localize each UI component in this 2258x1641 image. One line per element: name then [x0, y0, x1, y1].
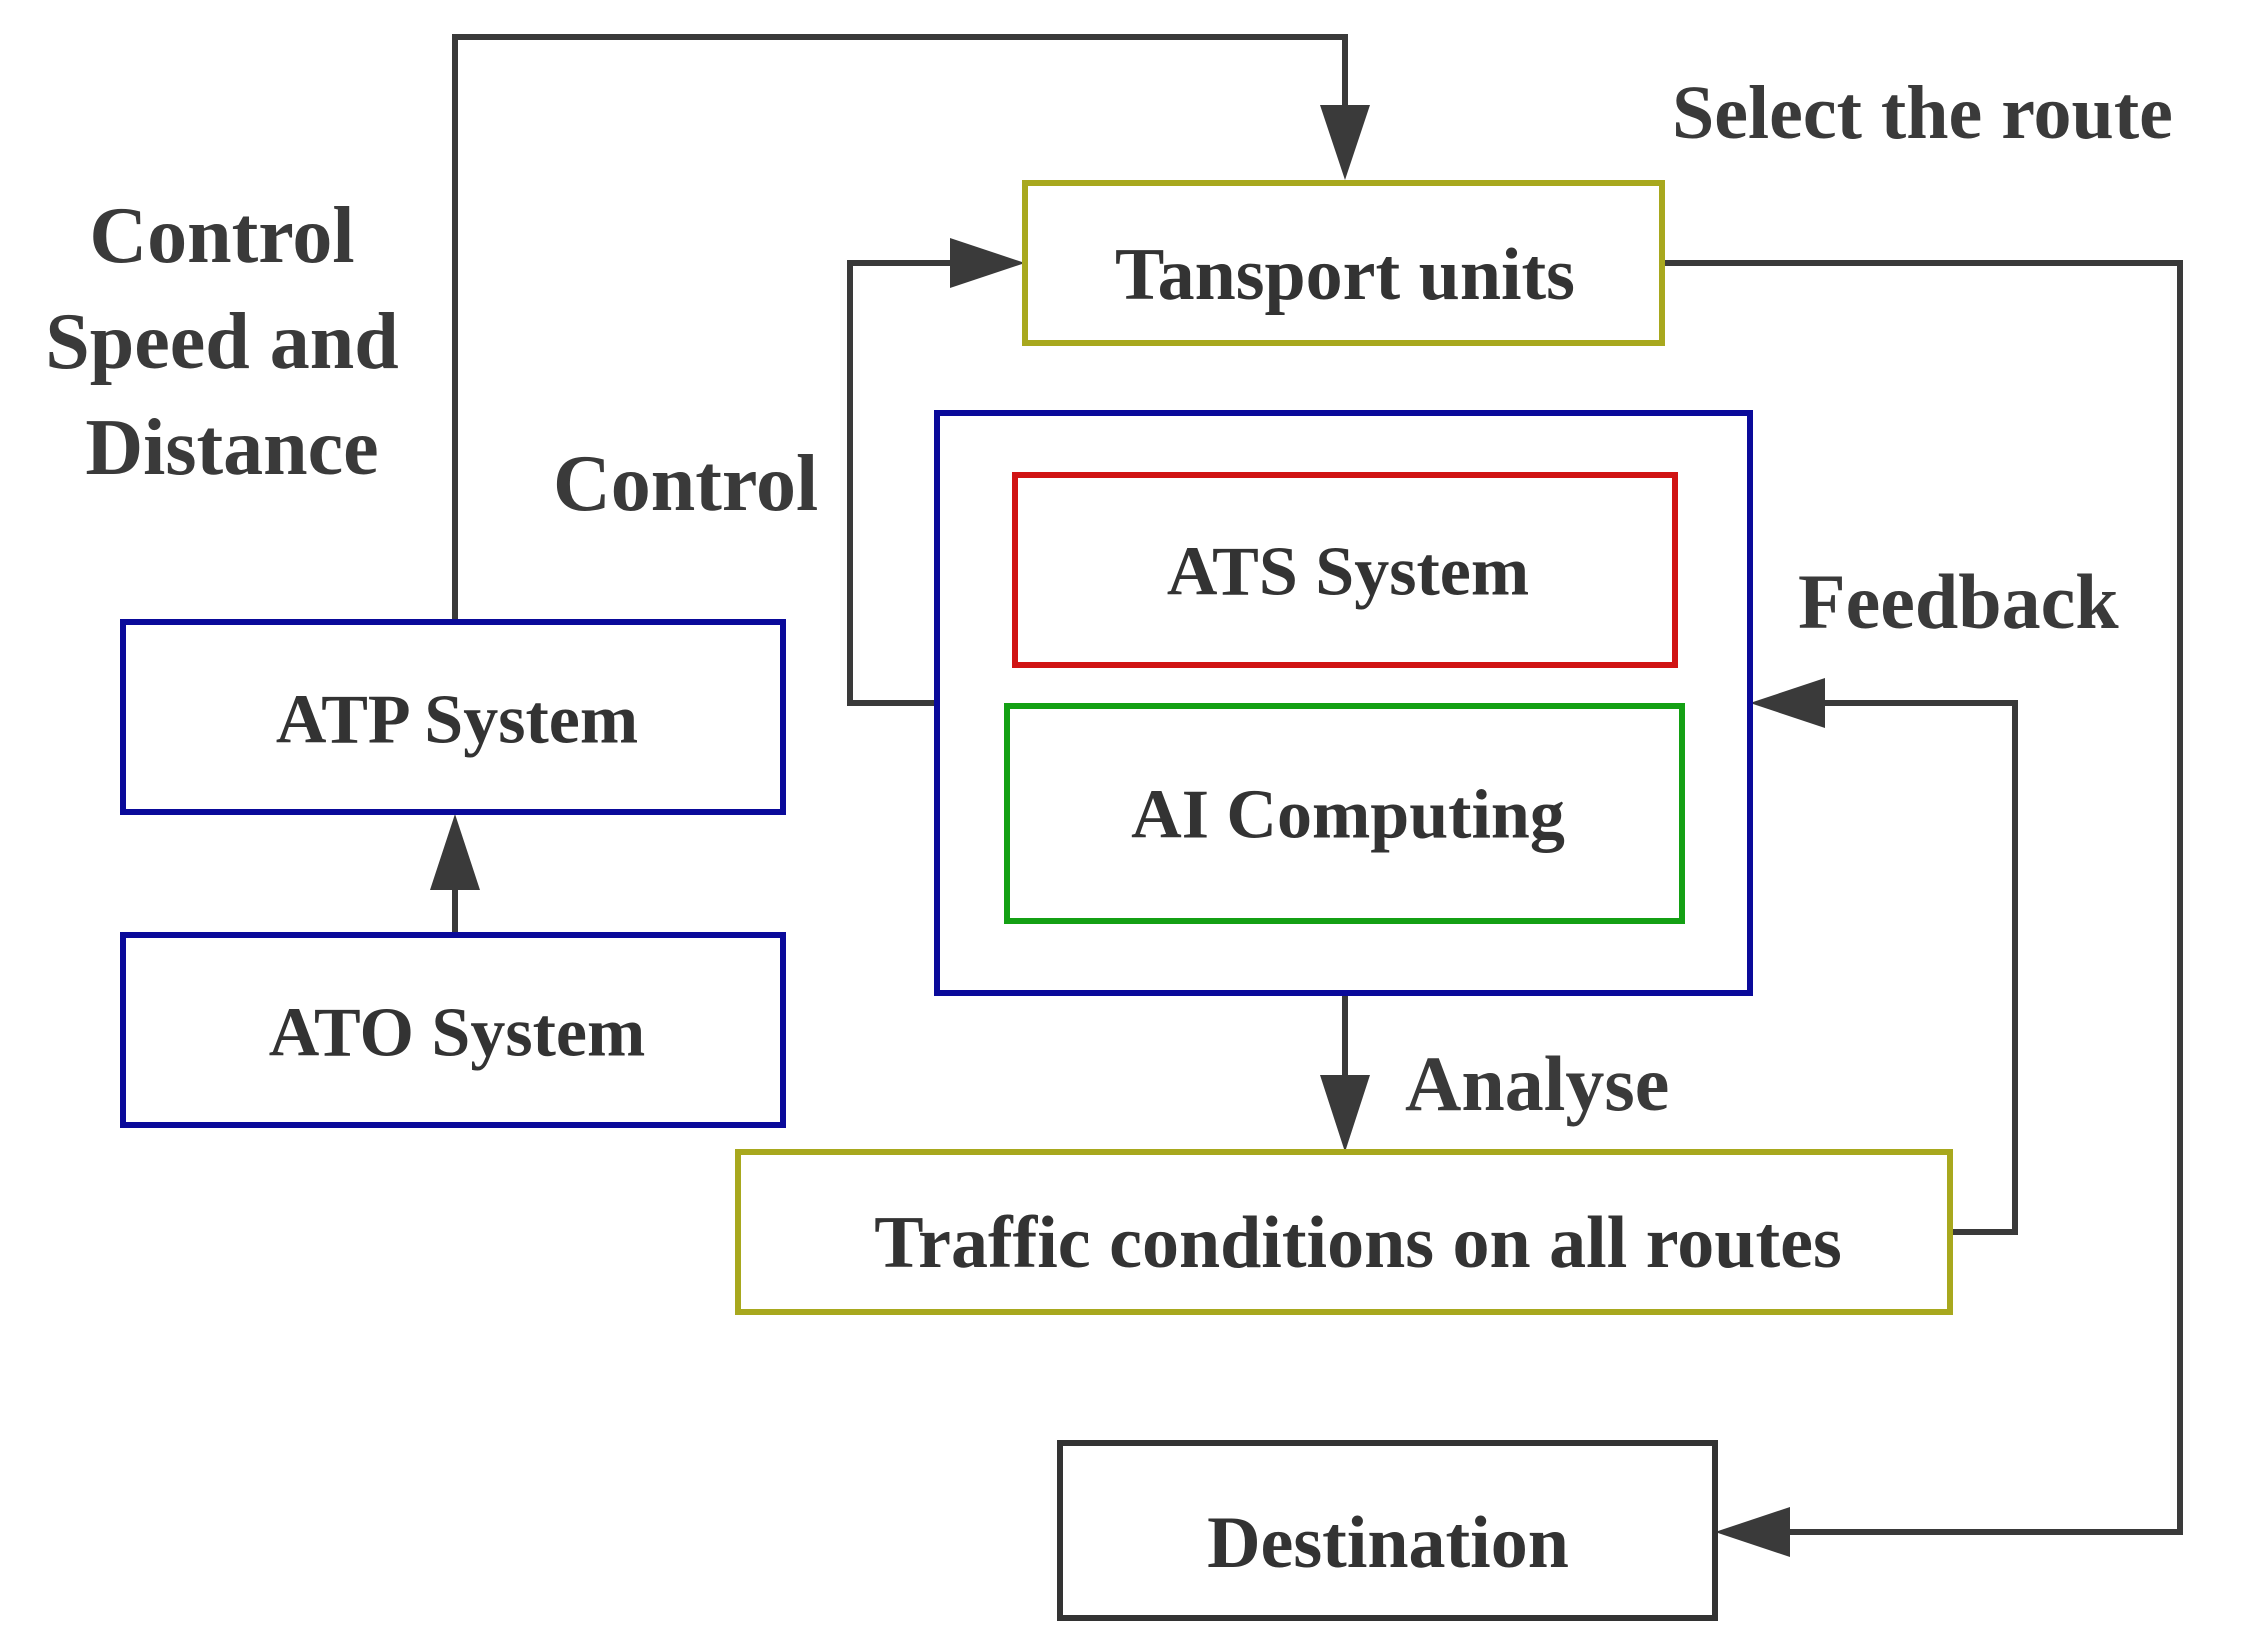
label-control-speed-line2: Speed and	[45, 298, 398, 386]
atp-system-label: ATP System	[276, 682, 638, 759]
arrowhead-traffic	[1320, 1075, 1370, 1152]
arrowhead-atp	[430, 814, 480, 890]
node-ai-computing: AI Computing	[1004, 703, 1685, 924]
label-control-speed-line3: Distance	[85, 404, 378, 492]
node-traffic-conditions: Traffic conditions on all routes	[735, 1149, 1953, 1315]
arrowhead-transport-left	[950, 238, 1025, 288]
node-transport-units: Tansport units	[1022, 180, 1665, 346]
edge-control-to-transport	[847, 260, 960, 706]
transport-units-label: Tansport units	[1115, 234, 1575, 316]
ato-system-label: ATO System	[269, 995, 646, 1072]
label-control-speed-line1: Control	[89, 192, 354, 280]
edge-traffic-to-group	[1810, 700, 2018, 1235]
edge-transport-to-destination	[1662, 260, 2183, 1535]
label-select-route: Select the route	[1672, 71, 2173, 155]
ats-system-box	[1012, 472, 1678, 668]
transport-units-box	[1022, 180, 1665, 346]
label-feedback: Feedback	[1798, 558, 2119, 645]
arrowhead-transport-top	[1320, 105, 1370, 180]
destination-box	[1057, 1440, 1718, 1621]
label-analyse: Analyse	[1405, 1040, 1669, 1127]
label-control: Control	[553, 440, 818, 528]
node-destination: Destination	[1057, 1440, 1718, 1621]
edges	[430, 34, 2183, 1557]
node-ato-system: ATO System	[120, 932, 786, 1128]
node-ats-system: ATS System	[1012, 472, 1678, 668]
destination-label: Destination	[1207, 1502, 1569, 1584]
ato-system-box	[120, 932, 786, 1128]
ai-computing-label: AI Computing	[1131, 777, 1565, 854]
edge-atp-to-transport	[452, 34, 1348, 622]
traffic-conditions-box	[735, 1149, 1953, 1315]
arrowhead-destination	[1715, 1507, 1790, 1557]
traffic-conditions-label: Traffic conditions on all routes	[874, 1202, 1842, 1284]
atp-system-box	[120, 619, 786, 815]
edge-labels: Control Speed and Distance Control Selec…	[45, 71, 2173, 1127]
arrowhead-group-right	[1750, 678, 1825, 728]
ats-system-label: ATS System	[1167, 534, 1529, 611]
ai-computing-box	[1004, 703, 1685, 924]
node-atp-system: ATP System	[120, 619, 786, 815]
